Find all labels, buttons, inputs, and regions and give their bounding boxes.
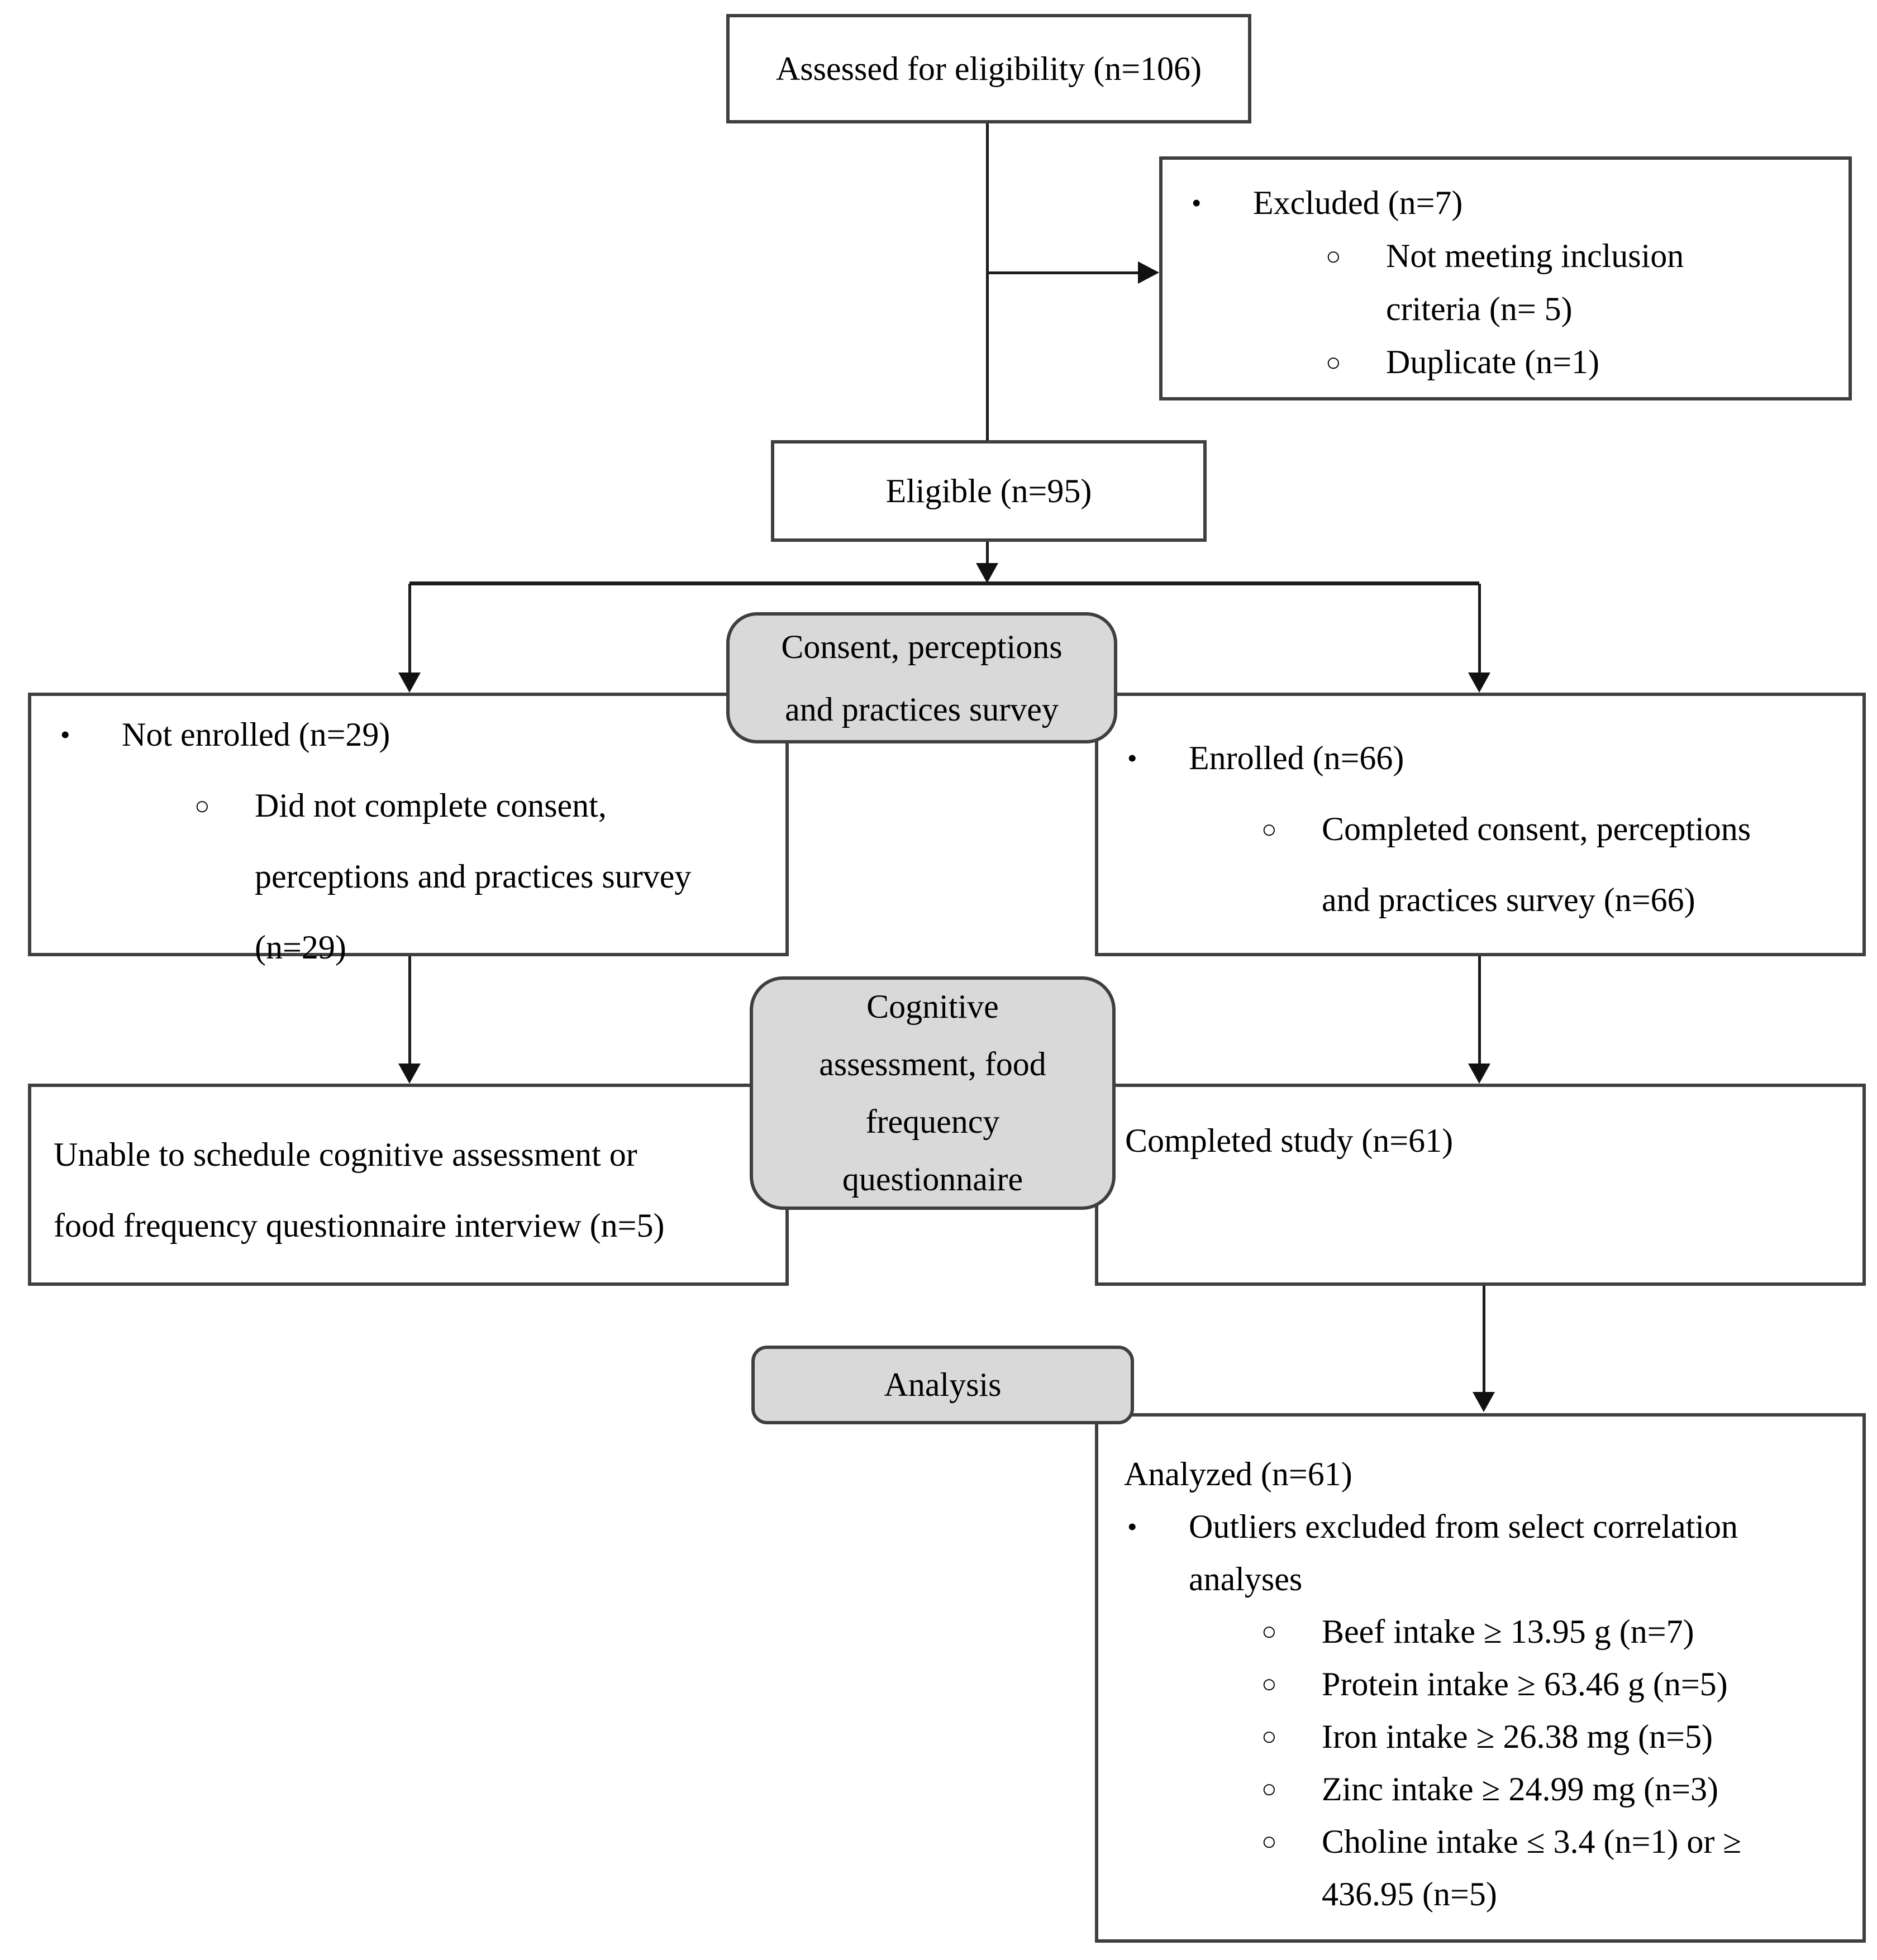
analysis-stage-label: Analysis	[884, 1366, 1002, 1403]
analyzed-box: Analyzed (n=61) • Outliers excluded from …	[1095, 1413, 1866, 1943]
list-item: ○ Choline intake ≤ 3.4 (n=1) or ≥ 436.95 …	[1098, 1815, 1862, 1920]
arrowhead-branch-icon	[976, 563, 998, 583]
branch-line	[409, 581, 1479, 585]
list-item: ○ Not meeting inclusion criteria (n= 5)	[1163, 230, 1849, 336]
list-item: ○ Beef intake ≥ 13.95 g (n=7)	[1098, 1605, 1862, 1658]
bullet-open-icon: ○	[1261, 1722, 1277, 1751]
list-item-text: Did not complete consent, perceptions an…	[255, 787, 692, 966]
list-item: ○ Zinc intake ≥ 24.99 mg (n=3)	[1098, 1763, 1862, 1815]
assessed-for-eligibility-label: Assessed for eligibility (n=106)	[775, 50, 1202, 87]
connector-assessed-to-eligible	[986, 123, 989, 440]
list-item: ○ Protein intake ≥ 63.46 g (n=5)	[1098, 1658, 1862, 1710]
bullet-open-icon: ○	[194, 791, 210, 820]
list-item-text: Beef intake ≥ 13.95 g (n=7)	[1322, 1613, 1694, 1650]
connector-enrolled-to-completed	[1478, 956, 1481, 1065]
list-item-text: Completed consent, perceptions and pract…	[1322, 810, 1751, 918]
list-item-text: Enrolled (n=66)	[1189, 740, 1404, 776]
list-item: ○ Iron intake ≥ 26.38 mg (n=5)	[1098, 1710, 1862, 1763]
connector-to-excluded	[987, 271, 1140, 274]
list-item: • Not enrolled (n=29)	[31, 699, 785, 770]
list-item: ○ Did not complete consent, perceptions a…	[31, 770, 785, 983]
arrowhead-excluded-icon	[1138, 261, 1159, 284]
excluded-box: • Excluded (n=7) ○ Not meeting inclusion cr…	[1159, 156, 1852, 400]
list-item-text: Excluded (n=7)	[1253, 184, 1463, 221]
arrowhead-analyzed-icon	[1473, 1392, 1495, 1412]
stage-consent-perceptions-survey: Consent, perceptions and practices surve…	[726, 612, 1117, 743]
connector-eligible-to-branch	[986, 542, 989, 564]
unable-to-schedule-box: Unable to schedule cognitive assessment …	[28, 1084, 789, 1286]
bullet-filled-icon: •	[1127, 1511, 1137, 1542]
bullet-open-icon: ○	[1326, 242, 1341, 270]
bullet-open-icon: ○	[1326, 348, 1341, 376]
enrolled-box: • Enrolled (n=66) ○ Completed consent, perc…	[1095, 693, 1866, 956]
connector-not-enrolled-to-unable	[408, 956, 411, 1065]
connector-branch-to-not-enrolled	[408, 584, 411, 676]
arrowhead-not-enrolled-icon	[398, 673, 421, 693]
list-item: • Outliers excluded from select correlati…	[1098, 1500, 1862, 1605]
list-item-text: Choline intake ≤ 3.4 (n=1) or ≥ 436.95 (…	[1322, 1823, 1742, 1913]
analyzed-label: Analyzed (n=61)	[1124, 1456, 1352, 1492]
list-item-text: Protein intake ≥ 63.46 g (n=5)	[1322, 1666, 1728, 1703]
completed-study-label: Completed study (n=61)	[1125, 1122, 1454, 1159]
bullet-filled-icon: •	[60, 719, 70, 750]
arrowhead-unable-icon	[398, 1064, 421, 1084]
list-item-text: Outliers excluded from select correlatio…	[1189, 1508, 1738, 1597]
connector-completed-to-analyzed	[1483, 1286, 1485, 1393]
stage-analysis: Analysis	[751, 1346, 1134, 1424]
eligible-label: Eligible (n=95)	[885, 472, 1092, 509]
list-item-text: Duplicate (n=1)	[1386, 344, 1600, 380]
connector-branch-to-enrolled	[1478, 584, 1481, 676]
analyzed-list: • Outliers excluded from select correlati…	[1098, 1500, 1862, 1920]
list-item-text: Zinc intake ≥ 24.99 mg (n=3)	[1322, 1771, 1718, 1808]
list-item-text: Not meeting inclusion criteria (n= 5)	[1386, 237, 1684, 327]
bullet-open-icon: ○	[1261, 1670, 1277, 1698]
completed-study-box: Completed study (n=61)	[1095, 1084, 1866, 1286]
list-item-text: Iron intake ≥ 26.38 mg (n=5)	[1322, 1718, 1713, 1755]
eligible-box: Eligible (n=95)	[771, 440, 1207, 542]
list-item: • Enrolled (n=66)	[1098, 723, 1862, 794]
arrowhead-completed-icon	[1468, 1064, 1490, 1084]
bullet-open-icon: ○	[1261, 815, 1277, 843]
list-item: • Excluded (n=7)	[1163, 177, 1849, 230]
bullet-filled-icon: •	[1127, 742, 1137, 774]
stage-cognitive-assessment-ffq: Cognitive assessment, food frequency que…	[750, 976, 1116, 1210]
bullet-open-icon: ○	[1261, 1775, 1277, 1803]
bullet-filled-icon: •	[1192, 187, 1202, 218]
assessed-for-eligibility-box: Assessed for eligibility (n=106)	[726, 14, 1251, 123]
arrowhead-enrolled-icon	[1468, 673, 1490, 693]
list-item: ○ Completed consent, perceptions and prac…	[1098, 794, 1862, 936]
bullet-open-icon: ○	[1261, 1617, 1277, 1646]
bullet-open-icon: ○	[1261, 1827, 1277, 1856]
list-item: ○ Duplicate (n=1)	[1163, 336, 1849, 389]
not-enrolled-box: • Not enrolled (n=29) ○ Did not complete co…	[28, 693, 789, 966]
list-item-text: Not enrolled (n=29)	[122, 716, 390, 753]
